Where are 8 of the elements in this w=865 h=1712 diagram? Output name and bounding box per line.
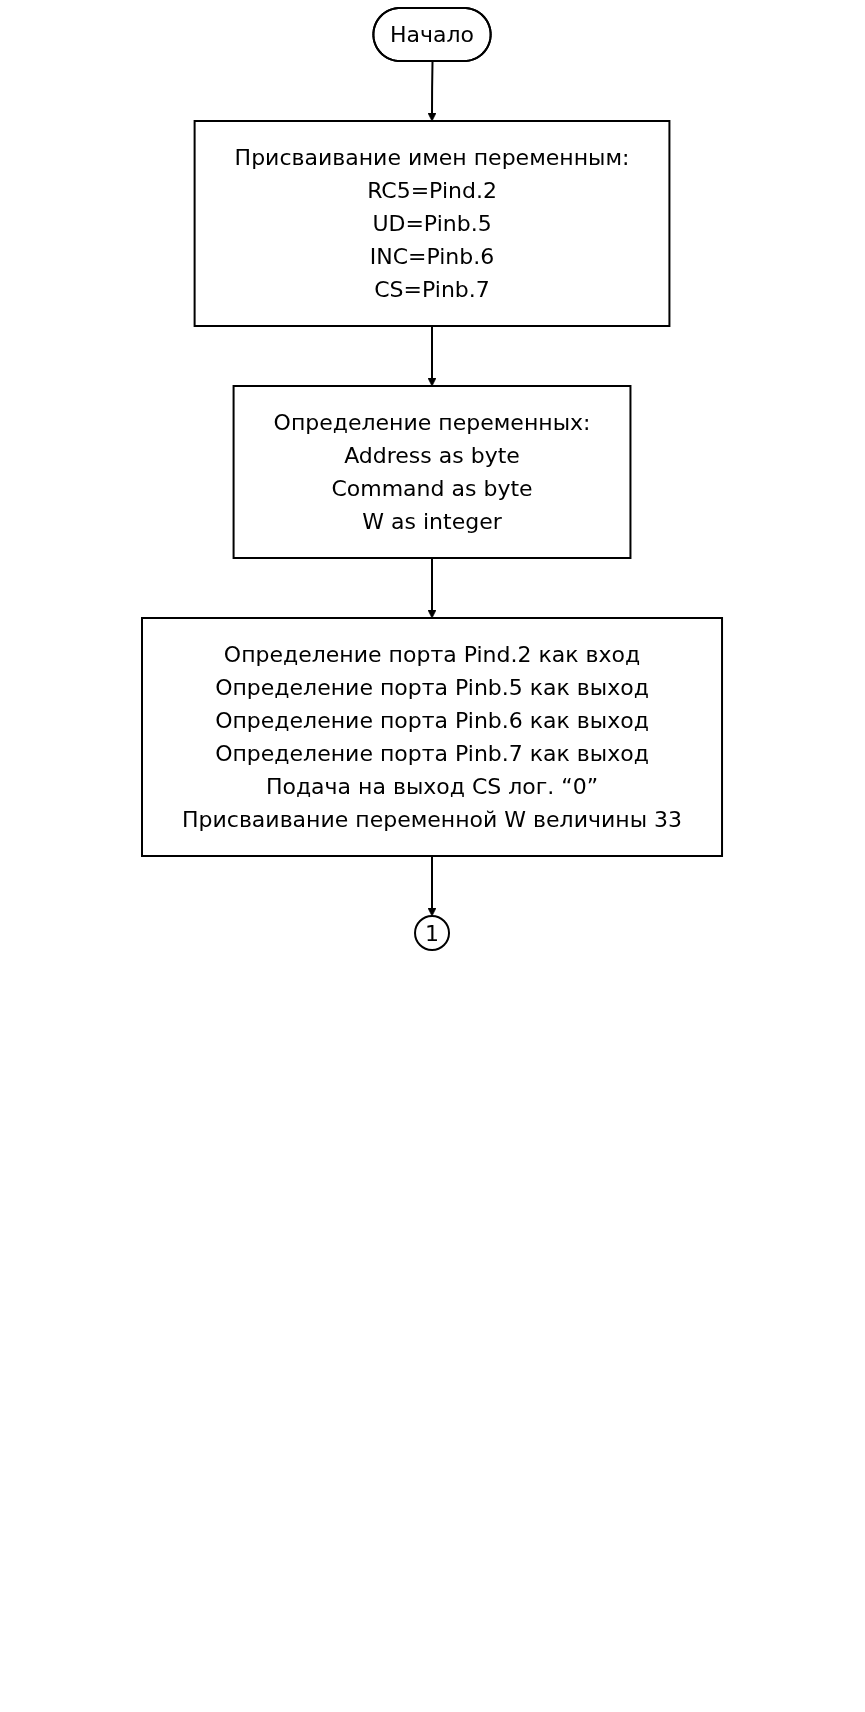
node-box: Определение переменных: Address as byte Command as byte W as integer bbox=[233, 385, 632, 559]
node-box: Присваивание имен переменным: RC5=Pind.2 UD=Pinb.5 INC=Pinb.6 CS=Pinb.7 bbox=[194, 120, 671, 327]
arrow bbox=[428, 325, 437, 387]
arrow bbox=[428, 855, 437, 917]
node-box: Определение порта Pind.2 как вход Определение порта Pinb.5 как выход Определение порта Pinb.6 как выход Определение порта Pinb.7 как выход Подача на выход CS лог. “0” Присваивание переменной W величины 33 bbox=[141, 617, 724, 857]
arrow bbox=[428, 557, 437, 619]
arrow bbox=[428, 60, 437, 122]
node-circle: 1 bbox=[414, 915, 451, 951]
